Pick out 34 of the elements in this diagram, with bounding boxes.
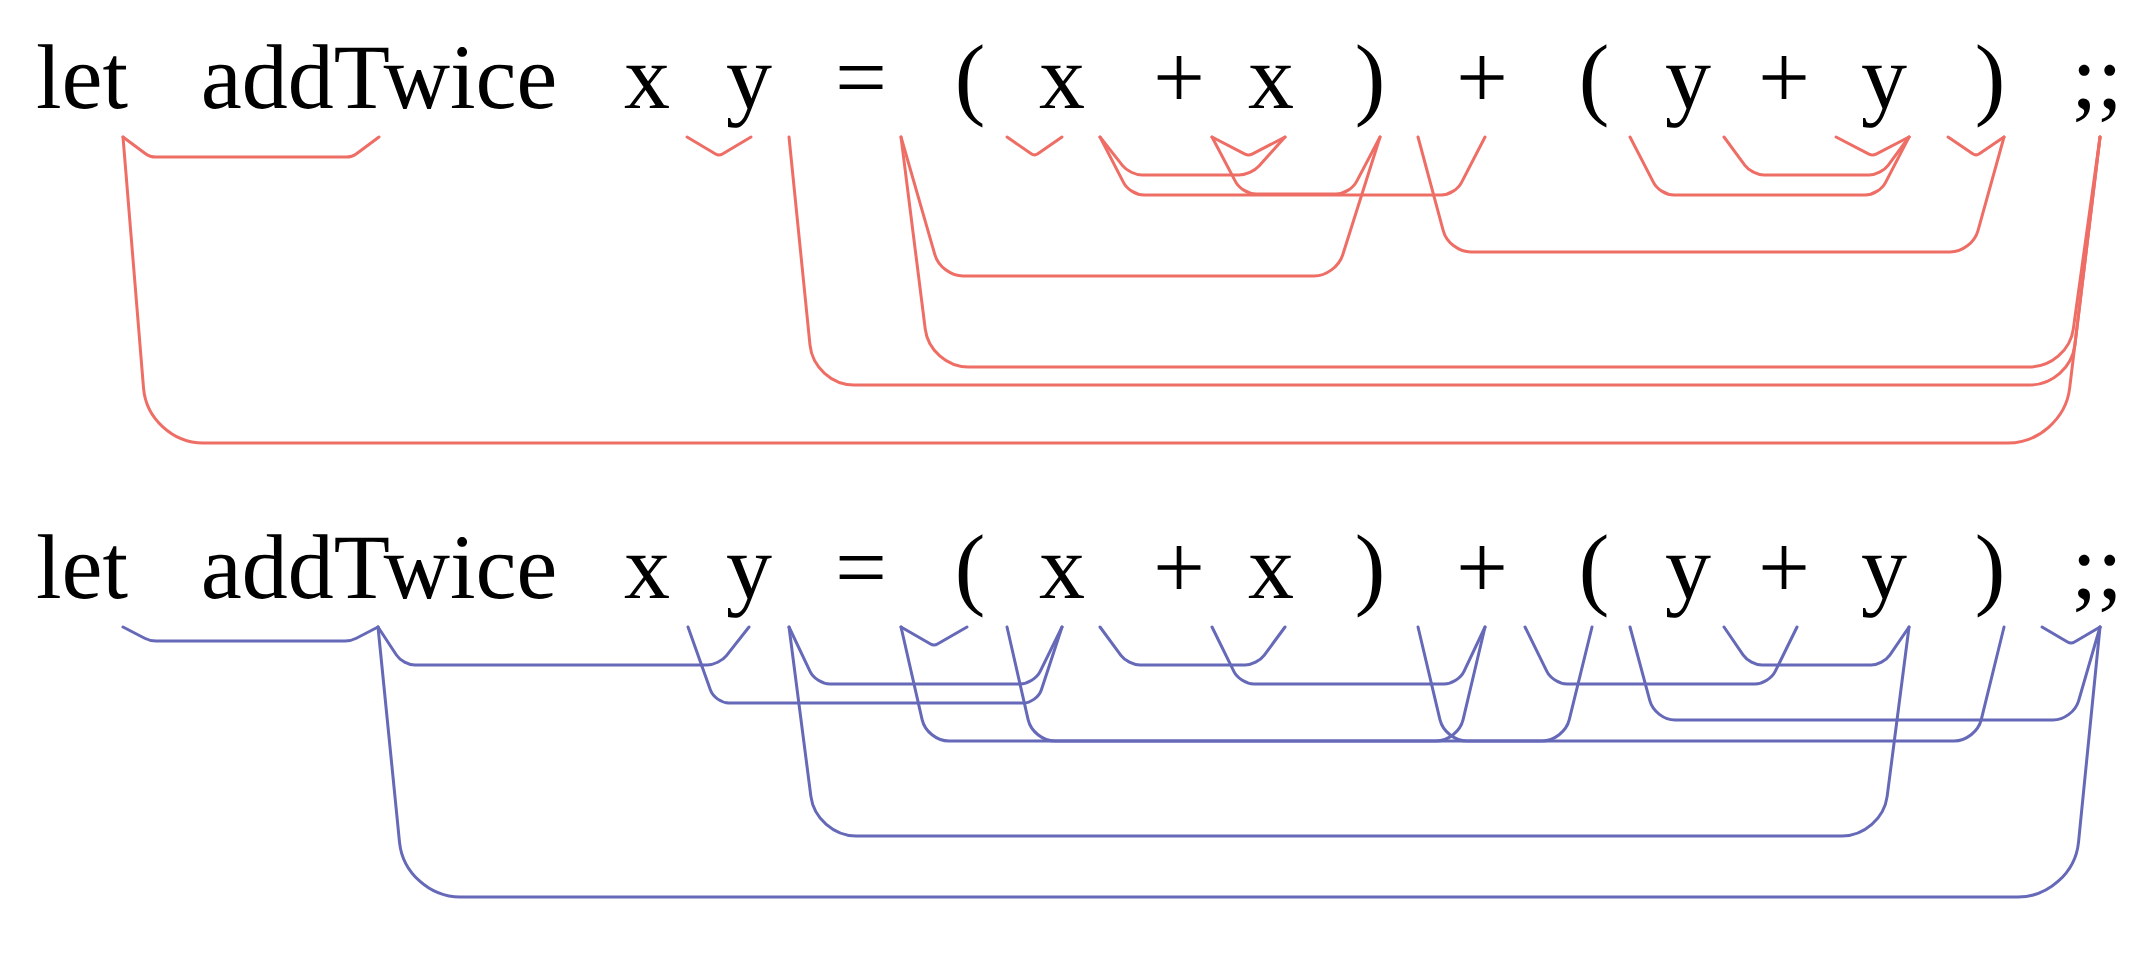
code-token: let bbox=[37, 534, 128, 599]
code-token: + bbox=[1157, 56, 1201, 99]
code-token: y bbox=[1862, 65, 1907, 128]
code-token: = bbox=[839, 65, 883, 89]
code-token: ( bbox=[958, 534, 983, 618]
code-token: + bbox=[1762, 546, 1806, 589]
code-token: ( bbox=[1582, 44, 1607, 128]
code-token: x bbox=[1039, 555, 1084, 598]
code-token: x bbox=[1039, 65, 1084, 108]
code-token: y bbox=[1666, 555, 1711, 618]
code-token: x bbox=[1248, 65, 1293, 108]
code-token: x bbox=[624, 555, 669, 598]
code-token: ( bbox=[958, 44, 983, 128]
code-token: x bbox=[1248, 555, 1293, 598]
code-token: = bbox=[839, 556, 883, 579]
code-token: + bbox=[1460, 56, 1504, 99]
code-token: y bbox=[1862, 555, 1907, 618]
code-token: + bbox=[1157, 546, 1201, 589]
code-token: ) bbox=[1357, 44, 1382, 128]
code-token: x bbox=[624, 65, 669, 108]
code-token: y bbox=[1666, 65, 1711, 128]
code-token: ) bbox=[1357, 534, 1382, 618]
code-token: + bbox=[1762, 56, 1806, 99]
code-token: let bbox=[37, 44, 128, 109]
code-token: ) bbox=[1977, 44, 2002, 128]
code-token: ) bbox=[1977, 534, 2002, 618]
code-token: ;; bbox=[2076, 554, 2116, 613]
code-token: y bbox=[727, 65, 772, 128]
code-token: ( bbox=[1582, 534, 1607, 618]
code-token: addTwice bbox=[204, 44, 555, 109]
code-token: addTwice bbox=[204, 534, 555, 599]
code-token: ;; bbox=[2076, 64, 2116, 123]
code-token: y bbox=[727, 555, 772, 618]
code-token: + bbox=[1460, 546, 1504, 589]
